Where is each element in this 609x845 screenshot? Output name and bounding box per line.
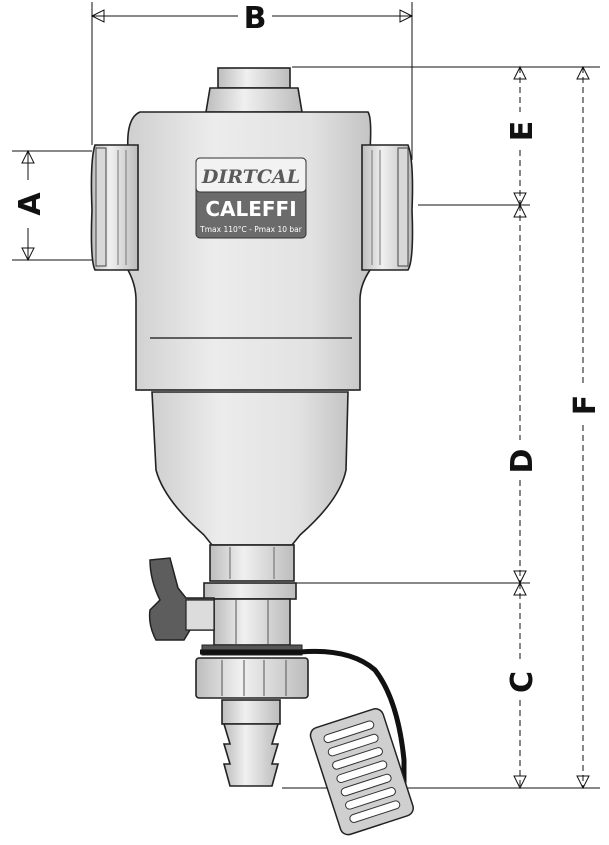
dimension-f: F	[568, 65, 603, 790]
rating-pressure: Pmax 10 bar	[254, 225, 303, 234]
dimension-label-a: A	[13, 192, 48, 216]
dimension-label-e: E	[505, 121, 540, 142]
dimension-b: B	[90, 1, 414, 160]
dimension-d: D	[505, 203, 540, 585]
rating-text: Tmax 110°C - Pmax 10 bar	[199, 225, 303, 234]
outlet-connection-right	[361, 144, 414, 271]
lower-bowl	[151, 391, 349, 546]
dimension-label-f: F	[568, 395, 603, 416]
dimension-e: E	[505, 65, 540, 207]
dimension-c: C	[505, 581, 540, 790]
bowl-neck	[209, 544, 295, 582]
drain-valve-handle	[148, 557, 215, 641]
dimension-label-b: B	[244, 1, 267, 36]
rating-temperature: Tmax 110°C	[199, 225, 247, 234]
dimension-label-d: D	[505, 449, 540, 474]
rating-separator: -	[247, 225, 254, 234]
dimension-a: A	[12, 149, 92, 262]
dust-cap	[309, 708, 414, 836]
upper-body	[126, 111, 372, 391]
dimension-label-c: C	[505, 671, 540, 693]
product-name: DIRTCAL	[201, 166, 300, 188]
inlet-connection-left	[90, 144, 139, 271]
product-label-plate: DIRTCAL CALEFFI Tmax 110°C - Pmax 10 bar	[195, 157, 307, 239]
brand-name: CALEFFI	[205, 197, 296, 221]
hose-nozzle	[221, 699, 281, 787]
drain-valve-nut	[203, 582, 297, 646]
top-air-vent-cap	[205, 67, 303, 113]
cap-strap	[200, 648, 407, 790]
